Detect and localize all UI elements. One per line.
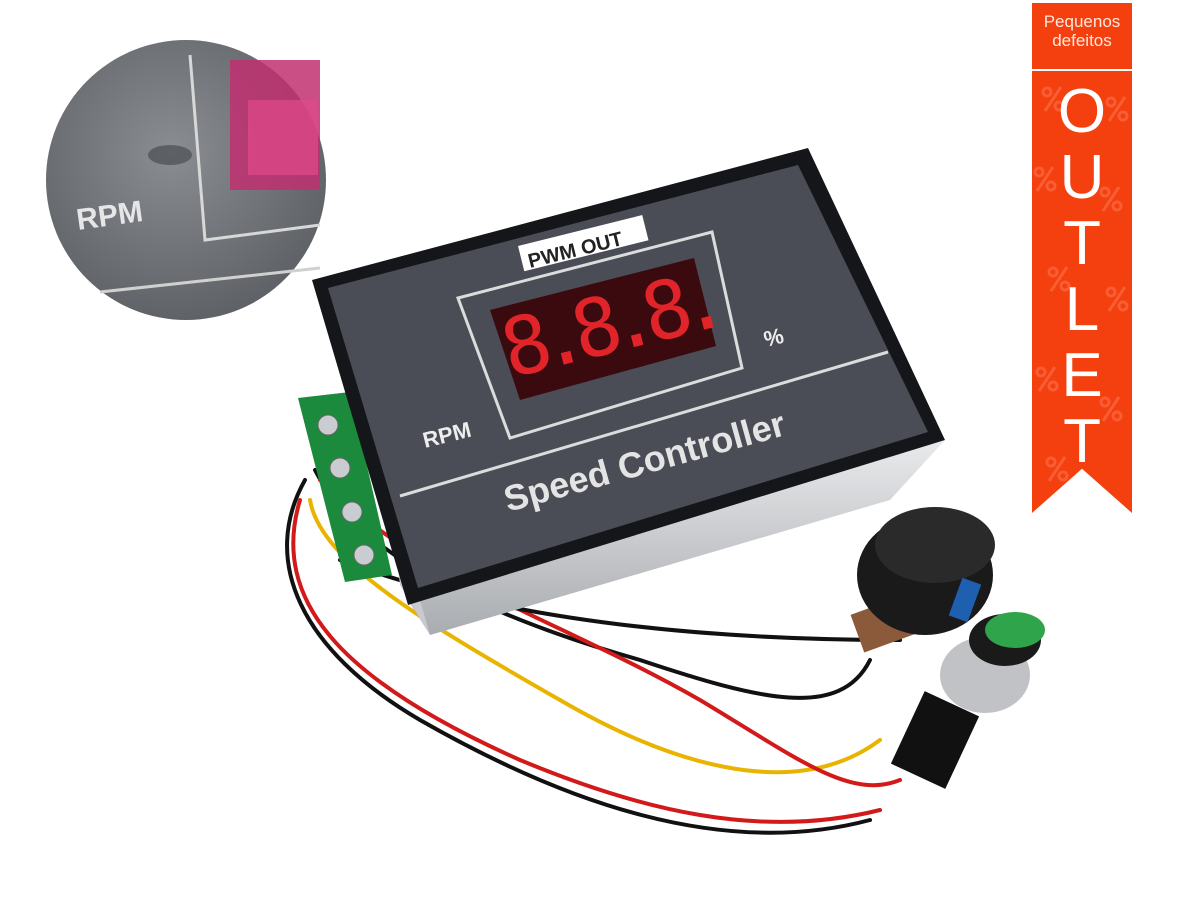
push-button-switch <box>890 612 1045 789</box>
potentiometer-knob <box>850 507 995 653</box>
percent-mark <box>1047 266 1071 292</box>
percent-mark <box>1105 286 1129 312</box>
banner-letter: T <box>1063 407 1101 476</box>
aluminium-housing <box>408 440 945 635</box>
percent-mark <box>1045 456 1069 482</box>
banner-letter: L <box>1064 275 1100 344</box>
percent-mark <box>1099 396 1123 422</box>
percent-mark <box>1033 166 1057 192</box>
front-panel: 8.8.8. PWM OUT % RPM Speed Controller <box>312 148 945 605</box>
banner-letter: O <box>1057 77 1107 146</box>
banner-subtitle-line2: defeitos <box>1052 31 1112 50</box>
banner-subtitle: Pequenos defeitos <box>1032 3 1132 69</box>
percent-mark <box>1035 366 1059 392</box>
percent-pattern-background <box>1033 86 1129 482</box>
banner-letter: U <box>1059 143 1105 212</box>
outlet-banner: Pequenos defeitos O U T L E T <box>1032 3 1132 513</box>
inset-zoom-circle: RPM <box>46 40 326 320</box>
banner-ribbon: O U T L E T <box>1032 71 1132 513</box>
percent-mark <box>1105 96 1129 122</box>
percent-mark <box>1041 86 1065 112</box>
banner-letter: E <box>1061 341 1103 410</box>
percent-mark <box>1099 186 1123 212</box>
banner-letter: T <box>1063 209 1101 278</box>
led-display <box>490 258 716 400</box>
terminal-block <box>298 392 392 582</box>
banner-title: O U T L E T <box>1032 79 1132 475</box>
banner-subtitle-line1: Pequenos <box>1043 12 1121 31</box>
